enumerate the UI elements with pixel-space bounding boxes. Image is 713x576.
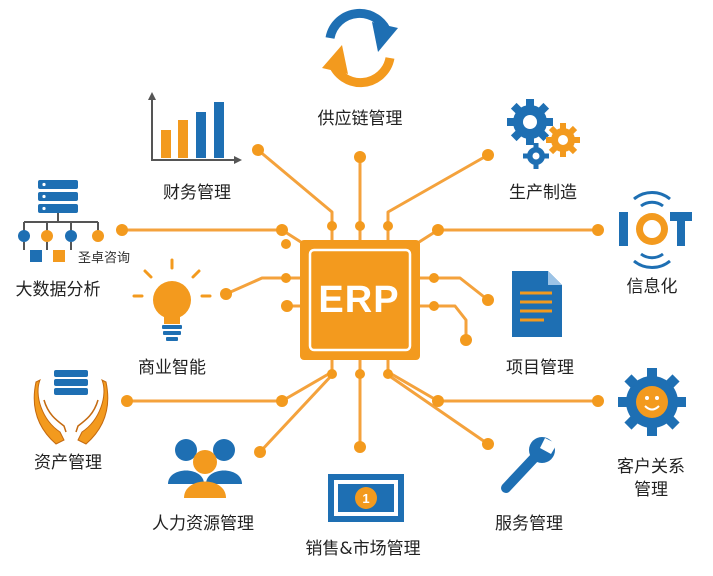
label-assets: 资产管理: [34, 453, 102, 473]
circuit-nodes: [116, 144, 604, 458]
label-service: 服务管理: [495, 514, 563, 534]
iot-icon: [619, 191, 692, 269]
cycle-arrows-icon: [322, 8, 398, 88]
customer-gear-icon: [618, 368, 686, 436]
label-manufacturing: 生产制造: [509, 183, 577, 203]
banknote-value: 1: [362, 490, 370, 506]
gears-icon: [507, 99, 580, 169]
label-iot: 信息化: [626, 277, 678, 297]
bar-chart-icon: [148, 92, 242, 164]
label-finance: 财务管理: [163, 183, 231, 203]
erp-chip: [300, 240, 420, 360]
people-icon: [168, 439, 242, 498]
erp-chip-label: ERP: [318, 278, 400, 321]
label-crm-line2: 管理: [634, 480, 668, 500]
label-supply-chain: 供应链管理: [317, 109, 403, 129]
label-crm-line1: 客户关系: [617, 457, 685, 477]
hands-coins-icon: [33, 370, 109, 445]
watermark-text: 圣卓咨询: [78, 251, 131, 266]
label-project: 项目管理: [506, 358, 574, 378]
banknote-icon: [328, 474, 404, 522]
label-bi: 商业智能: [138, 358, 206, 378]
document-icon: [512, 271, 562, 337]
label-hr: 人力资源管理: [152, 514, 254, 534]
wrench-icon: [501, 437, 557, 493]
label-sales: 销售&市场管理: [305, 539, 421, 559]
label-big-data: 大数据分析: [15, 280, 101, 300]
data-tree-icon: [18, 180, 104, 262]
light-bulb-icon: [132, 258, 212, 341]
